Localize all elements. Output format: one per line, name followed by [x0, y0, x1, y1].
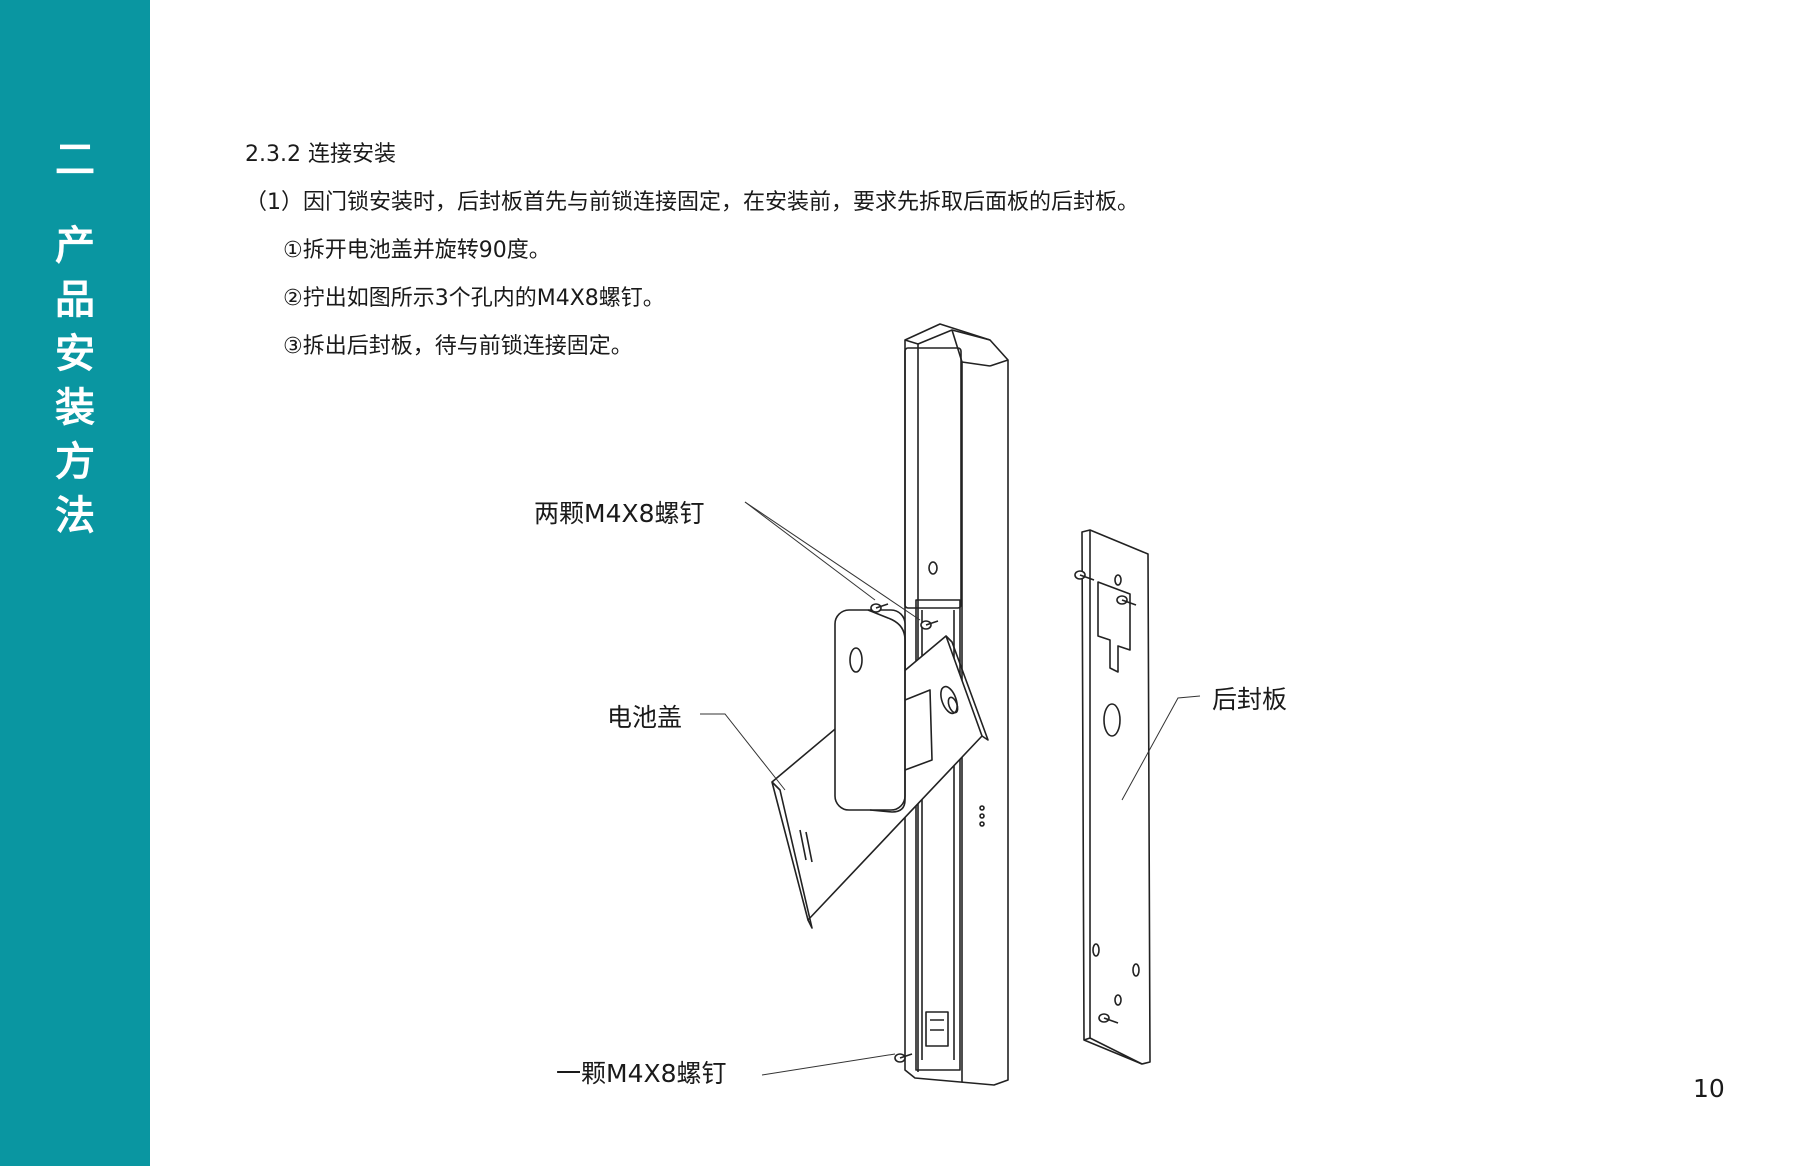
back-plate	[1074, 529, 1151, 1065]
chapter-char: 安	[55, 331, 95, 377]
chapter-char: 品	[55, 277, 95, 323]
leader-lines	[700, 501, 1201, 1076]
page-number: 10	[1693, 1074, 1725, 1103]
battery-pack	[834, 609, 933, 813]
intro-paragraph: （1）因门锁安装时，后封板首先与前锁连接固定，在安装前，要求先拆取后面板的后封板…	[245, 190, 1140, 215]
label-two-screws: 两颗M4X8螺钉	[534, 499, 705, 528]
step-2: ②拧出如图所示3个孔内的M4X8螺钉。	[283, 286, 665, 311]
chapter-char: 产	[55, 223, 95, 269]
chapter-number: 二	[55, 137, 95, 183]
chapter-title: 二 产 品 安 装 方 法	[0, 140, 150, 550]
label-one-screw: 一颗M4X8螺钉	[556, 1059, 727, 1088]
sidebar: 二 产 品 安 装 方 法	[0, 0, 150, 1166]
chapter-char: 装	[55, 385, 95, 431]
chapter-char: 法	[55, 493, 95, 539]
step-1: ①拆开电池盖并旋转90度。	[283, 238, 551, 263]
section-heading: 2.3.2 连接安装	[245, 142, 396, 167]
step-3: ③拆出后封板，待与前锁连接固定。	[283, 334, 633, 359]
screw-icon	[870, 603, 939, 1063]
label-battery-cover: 电池盖	[607, 703, 683, 732]
chapter-char: 方	[55, 439, 95, 485]
label-back-plate: 后封板	[1212, 685, 1288, 714]
